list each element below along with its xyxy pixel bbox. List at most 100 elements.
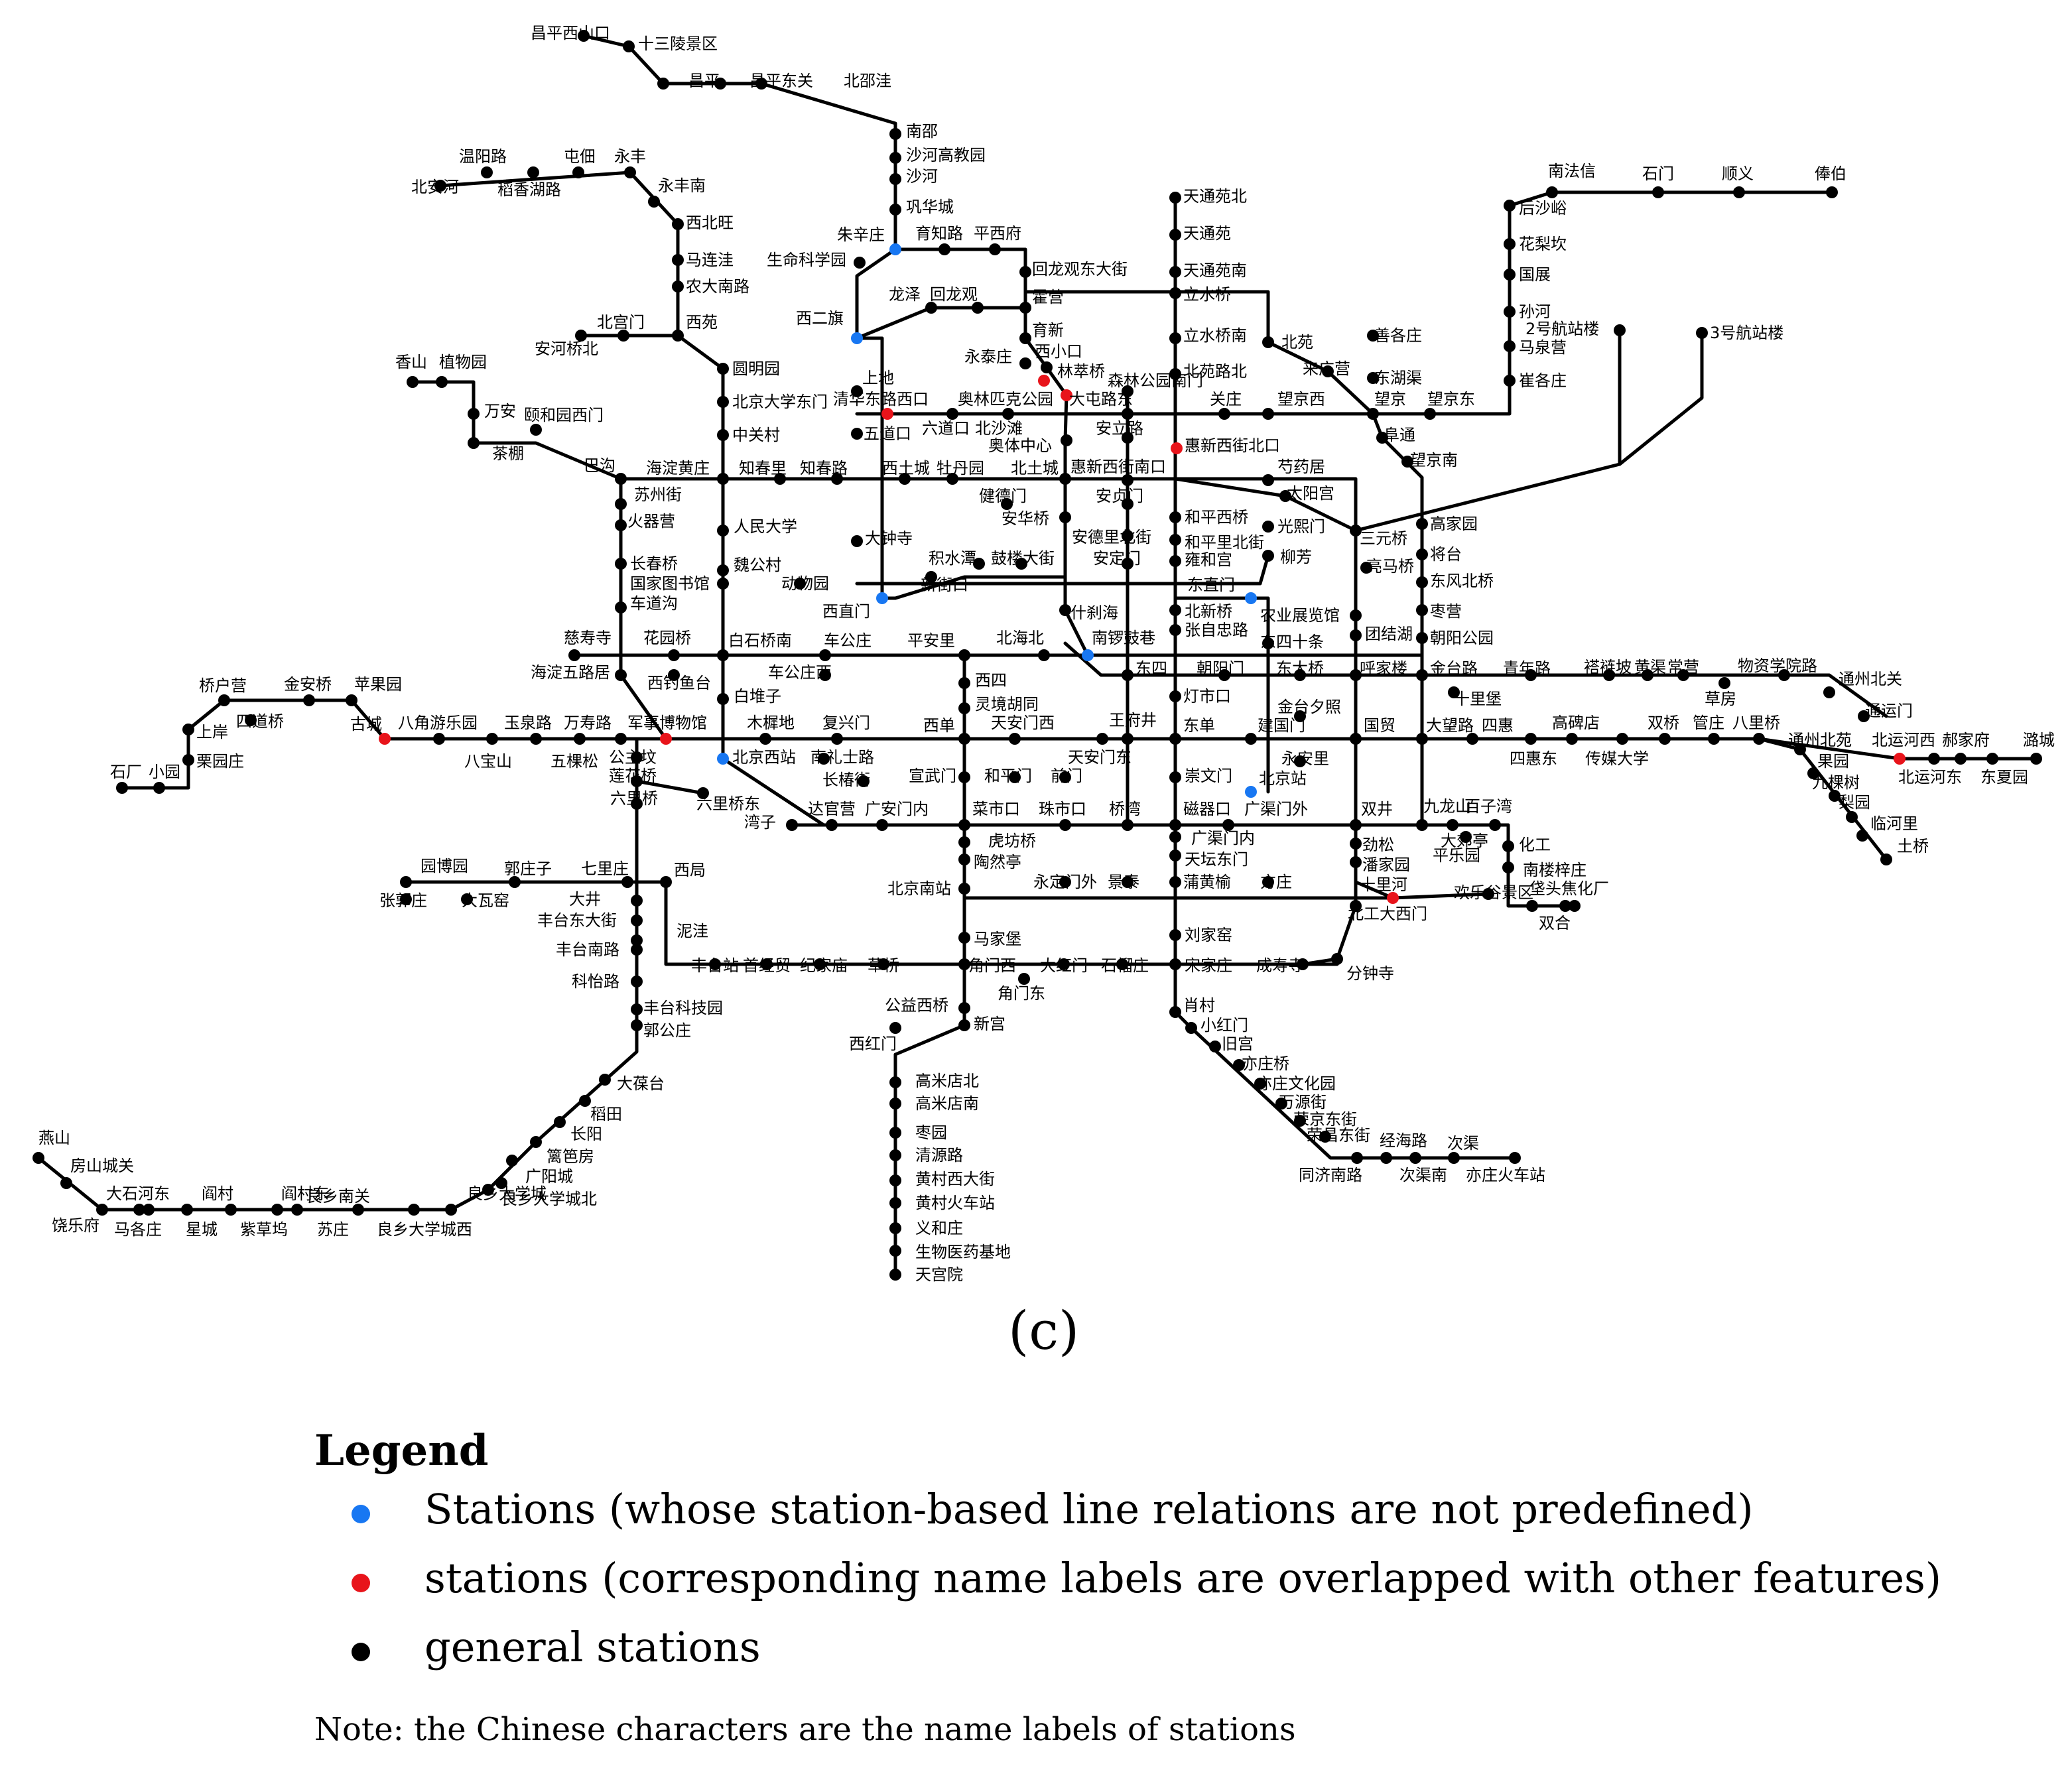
station-label: 动物园 bbox=[781, 574, 829, 593]
station-label: 大郊亭 bbox=[1441, 832, 1488, 850]
station-label: 临河里 bbox=[1870, 814, 1918, 833]
station-dot bbox=[1169, 771, 1181, 783]
station-label: 蒲黄榆 bbox=[1183, 873, 1231, 891]
subway-line bbox=[1173, 596, 1270, 794]
station-label: 潞城 bbox=[2023, 731, 2055, 749]
station-label: 屯佃 bbox=[564, 147, 596, 166]
station-label: 西苑 bbox=[686, 313, 718, 332]
station-label: 国贸 bbox=[1364, 716, 1395, 735]
station-dot bbox=[1169, 624, 1181, 636]
station-dot bbox=[831, 473, 843, 485]
station-dot bbox=[1652, 186, 1664, 198]
station-dot bbox=[672, 281, 684, 292]
station-label: 慈寿寺 bbox=[564, 629, 612, 647]
station-label: 巩华城 bbox=[906, 198, 954, 216]
station-dot bbox=[1350, 609, 1362, 621]
station-dot bbox=[1416, 518, 1428, 530]
station-dot bbox=[660, 876, 672, 888]
station-dot bbox=[1061, 434, 1072, 446]
station-label: 昌平东关 bbox=[749, 72, 813, 90]
station-dot bbox=[717, 363, 729, 375]
station-dot bbox=[1169, 368, 1181, 380]
station-label: 桥湾 bbox=[1109, 800, 1141, 818]
station-label: 北京大学东门 bbox=[732, 393, 828, 411]
station-label: 同济南路 bbox=[1299, 1166, 1362, 1184]
station-dot bbox=[958, 677, 970, 689]
station-dot bbox=[181, 1204, 193, 1216]
station-label: 西土城 bbox=[882, 459, 930, 477]
station-label: 土桥 bbox=[1897, 837, 1929, 855]
station-label: 平乐园 bbox=[1433, 846, 1480, 865]
station-dot bbox=[958, 932, 970, 944]
station-label: 郭公庄 bbox=[643, 1021, 691, 1040]
station-dot bbox=[814, 958, 826, 970]
station-dot bbox=[1525, 733, 1537, 745]
station-dot bbox=[851, 428, 863, 440]
station-dot bbox=[400, 893, 412, 905]
station-dot bbox=[1416, 576, 1428, 588]
station-label: 北沙滩 bbox=[975, 419, 1023, 438]
station-dot bbox=[182, 754, 194, 766]
station-label: 石厂 bbox=[110, 763, 142, 781]
station-label: 灵境胡同 bbox=[975, 695, 1039, 714]
subway-line bbox=[1354, 880, 1395, 900]
station-label: 颐和园西门 bbox=[524, 406, 604, 424]
station-dot bbox=[1502, 861, 1514, 873]
station-label: 北京南站 bbox=[887, 879, 951, 898]
station-label: 焦化厂 bbox=[1561, 879, 1609, 898]
subway-line bbox=[855, 306, 1027, 340]
station-label: 荣昌东街 bbox=[1307, 1126, 1370, 1145]
station-dot bbox=[408, 1204, 420, 1216]
legend-item-black: general stations bbox=[314, 1623, 761, 1692]
station-dot bbox=[225, 1204, 237, 1216]
station-label: 孙河 bbox=[1519, 302, 1551, 321]
station-dot bbox=[1059, 771, 1071, 783]
station-label: 东湖渠 bbox=[1374, 369, 1422, 387]
station-dot bbox=[116, 782, 128, 794]
station-dot bbox=[1122, 385, 1133, 397]
station-dot bbox=[1169, 332, 1181, 344]
station-dot bbox=[1294, 669, 1306, 681]
station-label: 马泉营 bbox=[1519, 338, 1567, 357]
station-dot bbox=[1351, 1152, 1363, 1164]
station-dot bbox=[1367, 330, 1379, 342]
station-dot bbox=[668, 669, 680, 681]
station-label: 海淀五路居 bbox=[531, 663, 610, 682]
station-dot bbox=[1122, 558, 1133, 570]
station-dot bbox=[877, 958, 889, 970]
station-label: 立水桥南 bbox=[1183, 326, 1247, 345]
station-dot bbox=[794, 578, 806, 590]
station-dot bbox=[672, 254, 684, 266]
station-dot bbox=[672, 218, 684, 230]
station-label: 通州北关 bbox=[1839, 670, 1902, 688]
station-label: 知春里 bbox=[739, 459, 787, 477]
station-dot bbox=[482, 1184, 494, 1196]
station-label: 西局 bbox=[674, 861, 706, 879]
station-label: 上地 bbox=[862, 369, 894, 387]
station-dot bbox=[1504, 375, 1516, 387]
station-label: 草桥 bbox=[868, 956, 899, 975]
station-dot bbox=[851, 332, 863, 344]
station-label: 燕山 bbox=[38, 1129, 70, 1147]
station-dot bbox=[1880, 854, 1892, 865]
station-label: 东四 bbox=[1135, 659, 1167, 678]
station-label: 苏庄 bbox=[317, 1220, 349, 1239]
station-dot bbox=[1262, 408, 1274, 420]
station-label: 清源路 bbox=[915, 1146, 963, 1165]
station-label: 南锣鼓巷 bbox=[1092, 629, 1155, 647]
station-label: 灯市口 bbox=[1183, 687, 1231, 706]
station-dot bbox=[1447, 819, 1458, 831]
station-label: 六里桥 bbox=[610, 789, 658, 808]
station-dot bbox=[1185, 1022, 1197, 1034]
station-label: 奥林匹克公园 bbox=[958, 390, 1053, 409]
station-label: 天宫院 bbox=[915, 1265, 963, 1284]
station-label: 光熙门 bbox=[1277, 517, 1325, 536]
station-label: 传媒大学 bbox=[1585, 749, 1649, 768]
station-label: 天坛东门 bbox=[1185, 850, 1248, 869]
station-dot bbox=[1322, 365, 1334, 377]
station-dot bbox=[657, 78, 669, 90]
station-label: 双桥 bbox=[1648, 714, 1679, 732]
station-dot bbox=[554, 1116, 566, 1128]
station-dot bbox=[1546, 186, 1558, 198]
station-dot bbox=[433, 733, 445, 745]
